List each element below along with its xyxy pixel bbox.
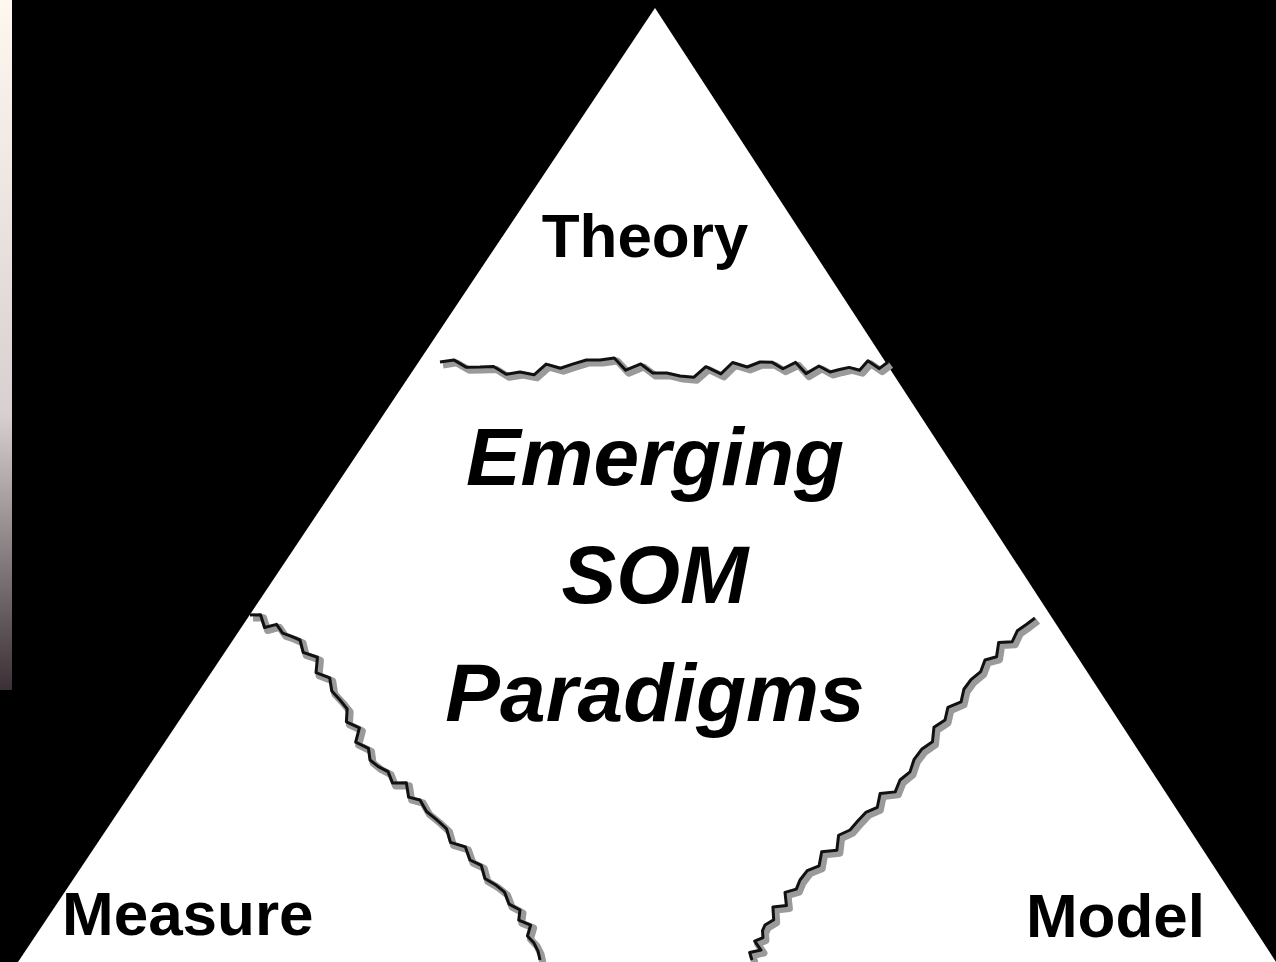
center-title: Emerging SOM Paradigms (415, 398, 895, 752)
cut-image-edge (0, 0, 12, 690)
corner-label: Model (1026, 880, 1205, 951)
corner-label: Measure (62, 878, 314, 949)
crack-shadow (443, 361, 891, 380)
triangle-fill (18, 8, 1276, 962)
corner-label: Theory (542, 200, 749, 271)
crack-line (440, 358, 888, 377)
